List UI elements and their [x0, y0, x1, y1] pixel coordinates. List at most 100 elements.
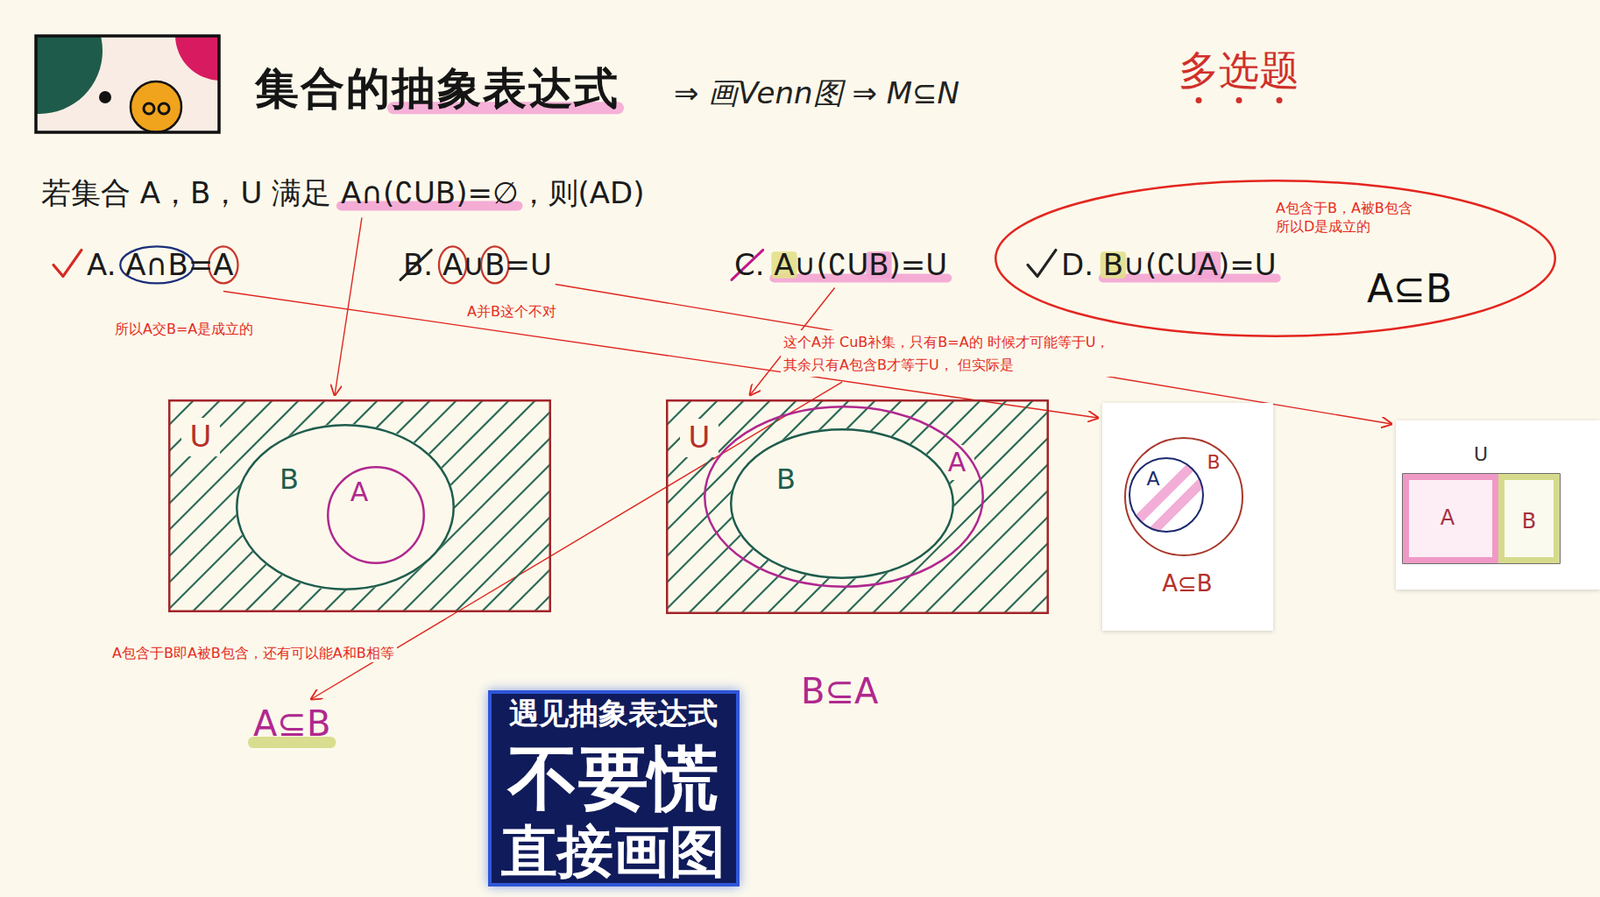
set-circle	[1129, 458, 1204, 532]
emphasis-dot	[1236, 97, 1243, 104]
emphasis-dot	[1276, 97, 1283, 104]
option-text: A. A∩B=A	[86, 247, 234, 283]
hatch-line	[323, 399, 537, 613]
handwritten-note: ⇒ 画Venn图 ⇒ M⊆N	[673, 76, 960, 111]
node-text: U	[1473, 443, 1488, 466]
hatch-line	[454, 399, 668, 613]
hatch-line	[402, 399, 616, 613]
logo	[0, 0, 267, 133]
option-text: B. A∪B=U	[403, 247, 553, 283]
node-text: 不要慌	[508, 743, 719, 815]
set-circle	[1125, 438, 1243, 556]
hatch-line	[507, 399, 721, 613]
hatch-line	[0, 399, 195, 613]
node-text: A	[1146, 467, 1160, 490]
node-text: B	[279, 463, 299, 496]
logo-dot	[99, 91, 112, 104]
set-circle: BA	[1124, 437, 1244, 557]
handwritten-result: A⊆B	[253, 703, 331, 744]
check-mark	[53, 249, 82, 277]
hatch-line	[582, 399, 798, 615]
universe-rect: UBA	[168, 399, 552, 613]
card-ground	[1102, 403, 1274, 631]
node-text: D. B∪(∁UA)=U	[1061, 247, 1277, 283]
logo-green-shape	[35, 35, 103, 114]
node-text: 遇见抽象表达式	[509, 698, 718, 729]
hatch-line	[661, 399, 877, 615]
node-text: B	[1522, 509, 1537, 535]
hatch-line	[608, 399, 824, 615]
node-text: U	[688, 420, 711, 455]
node-text: B	[776, 463, 796, 496]
set-ellipse-outline	[235, 424, 455, 591]
set-circle-outline	[1128, 457, 1204, 533]
hatch-line	[530, 399, 745, 615]
hatch-line	[244, 399, 458, 613]
set-box	[1406, 477, 1496, 561]
set-frame	[1402, 474, 1560, 564]
highlight-stripe	[1112, 448, 1210, 546]
set-ellipse: AB	[703, 405, 985, 588]
universe-rect-outline	[665, 399, 1049, 615]
red-note: A包含于B即A被B包含，还有可以能A和B相等	[109, 644, 397, 663]
node-text: B	[1206, 451, 1220, 474]
hatch-line	[139, 399, 353, 613]
hatch-line	[898, 399, 1113, 615]
universe-border	[666, 400, 1048, 614]
universe-rect: UAB	[665, 399, 1049, 615]
set-circle: A	[1128, 457, 1204, 533]
hatch-line	[165, 399, 379, 613]
hatch-line	[375, 399, 589, 613]
set-ellipse	[236, 424, 454, 590]
universe-border	[169, 400, 551, 612]
set-ellipse	[730, 429, 954, 579]
logo-pink-shape	[175, 35, 220, 81]
hatch-line	[503, 399, 719, 615]
logo-eye	[143, 103, 155, 114]
emphasis-dot	[1196, 97, 1203, 104]
question-text: 若集合 A，B，U 满足 A∩(∁UB)=∅，则(AD)	[41, 176, 645, 211]
note-ellipse: A包含于B，A被B包含 所以D是成立的 D. B∪(∁UA)=U A⊆B	[994, 179, 1557, 338]
hatch-line	[7, 399, 221, 613]
red-note: 这个A并 CuB补集，只有B=A的 时候才可能等于U，其余只有A包含B才等于U，…	[780, 330, 1159, 377]
hatch-line	[533, 399, 747, 613]
node-text: A	[948, 447, 967, 479]
set-ellipse: BA	[235, 424, 455, 591]
node-text: A	[350, 477, 369, 509]
slogan-banner: 遇见抽象表达式不要慌直接画图	[488, 690, 740, 887]
hatching	[0, 399, 747, 613]
hatch-line	[218, 399, 432, 613]
hatch-line	[86, 399, 300, 613]
node-text: A⊆B	[1366, 267, 1452, 312]
hatch-line	[792, 399, 1008, 615]
node-text: 直接画图	[501, 823, 726, 880]
hatch-line	[740, 399, 956, 615]
set-circle: A	[326, 466, 425, 565]
sketch-card: UAB	[1395, 420, 1600, 590]
option-text: C. A∪(∁UB)=U	[734, 247, 948, 283]
highlight-stripes	[1112, 448, 1236, 546]
hatch-line	[349, 399, 563, 613]
banner-ground	[489, 692, 738, 885]
highlight-stripe	[1139, 448, 1236, 546]
hatch-line	[451, 399, 666, 615]
node-text: A包含于B，A被B包含 所以D是成立的	[1275, 199, 1456, 237]
hatch-line	[556, 399, 772, 615]
hatch-line	[477, 399, 693, 615]
hatch-line	[0, 399, 169, 613]
set-circle-outline	[326, 466, 425, 565]
hatch-line	[60, 399, 274, 613]
logo-frame	[35, 35, 220, 133]
check-mark	[1027, 249, 1056, 277]
hatch-line	[428, 399, 642, 613]
set-box: B	[1498, 474, 1560, 564]
set-ellipse-outline	[729, 428, 955, 580]
hatch-line	[34, 399, 248, 613]
logo-face	[130, 81, 182, 133]
set-box	[1501, 477, 1558, 561]
slide-title: 集合的抽象表达式	[254, 63, 620, 115]
card-ground	[1395, 420, 1600, 590]
handwritten-tag: 多选题	[1178, 47, 1300, 94]
